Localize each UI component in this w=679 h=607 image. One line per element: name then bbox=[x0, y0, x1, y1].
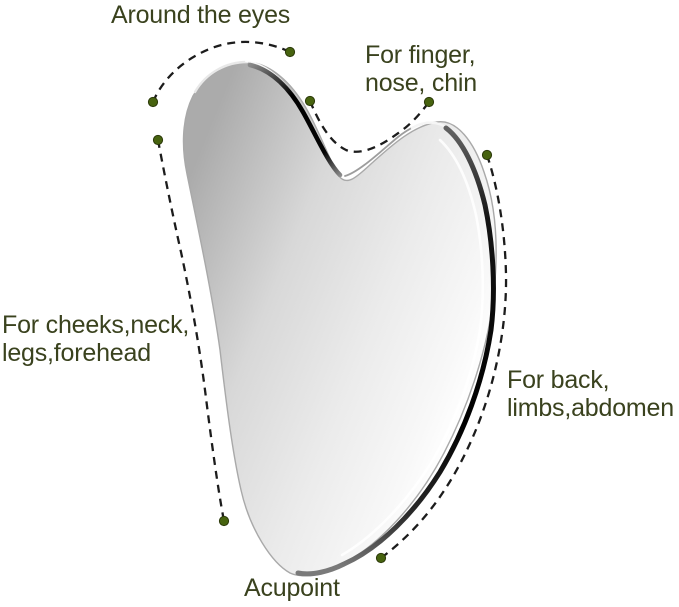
label-line: legs,forehead bbox=[2, 339, 151, 367]
marker-dot-finger-end bbox=[423, 96, 435, 108]
label-for-back-limbs-abdomen: For back, limbs,abdomen bbox=[507, 366, 674, 422]
label-acupoint: Acupoint bbox=[244, 574, 340, 602]
marker-dot-cheeks-start bbox=[152, 134, 164, 146]
label-line: For finger, bbox=[365, 41, 476, 69]
annotation-markers bbox=[147, 46, 493, 564]
marker-dot-cheeks-end bbox=[218, 515, 230, 527]
marker-dot-finger-start bbox=[304, 95, 316, 107]
marker-dot-around-eyes-end bbox=[284, 46, 296, 58]
label-line: Acupoint bbox=[244, 574, 340, 602]
marker-dot-back-start bbox=[481, 149, 493, 161]
tool-notch-dark-reflection bbox=[247, 62, 343, 178]
label-line: nose, chin bbox=[365, 69, 477, 97]
tool-right-edge-dark-reflection bbox=[295, 125, 496, 577]
pointer-back-limbs bbox=[380, 154, 508, 559]
pointer-cheeks-neck bbox=[156, 139, 226, 522]
label-line: For cheeks,neck, bbox=[2, 311, 190, 339]
tool-body bbox=[182, 61, 497, 577]
label-line: limbs,abdomen bbox=[507, 394, 674, 422]
pointer-finger-nose-chin bbox=[308, 100, 430, 153]
guasha-tool-illustration bbox=[182, 60, 497, 577]
label-for-cheeks-neck-legs-forehead: For cheeks,neck, legs,forehead bbox=[2, 311, 189, 367]
label-line: For back, bbox=[507, 366, 610, 394]
label-around-the-eyes: Around the eyes bbox=[111, 1, 290, 29]
marker-dot-around-eyes-start bbox=[147, 96, 159, 108]
tool-right-edge-highlight bbox=[340, 138, 485, 557]
label-for-finger-nose-chin: For finger, nose, chin bbox=[365, 41, 477, 97]
tool-left-lobe-rim-highlight bbox=[193, 60, 249, 94]
marker-dot-acupoint bbox=[375, 552, 387, 564]
label-line: Around the eyes bbox=[111, 1, 291, 29]
annotation-pointers bbox=[151, 40, 508, 559]
